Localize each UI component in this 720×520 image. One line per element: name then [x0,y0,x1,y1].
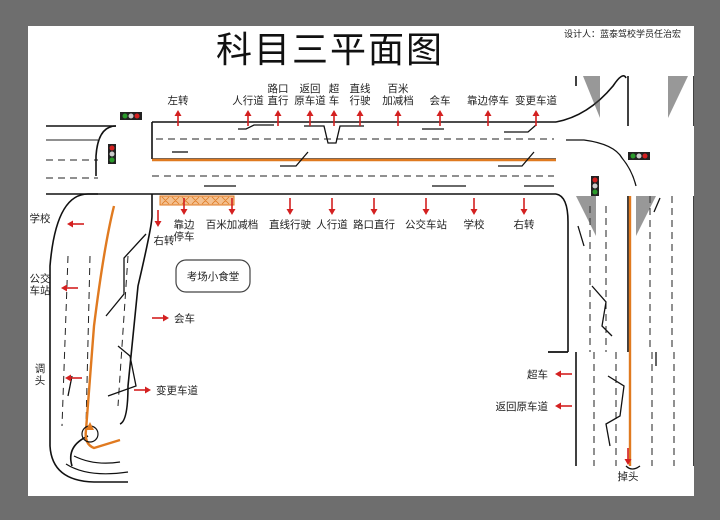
marker-label-crosswalk-top: 人行道 [232,94,264,107]
right-road [548,75,694,466]
marker-label-roadside-parking-mid: 靠边停车 [174,218,195,243]
marker-roadside-parking-mid: 靠边停车 [174,198,195,243]
designer-credit: 设计人：蓝泰驾校学员任治宏 [564,28,681,40]
marker-arrow-hundred-m-top-head [394,110,402,116]
marker-label-meeting-left: 会车 [174,312,195,325]
marker-arrow-hundred-m-mid-head [228,209,236,215]
marker-left-turn: 左转 [168,94,189,126]
marker-arrow-left-turn-head [174,110,182,116]
marker-school-left: 学校 [30,212,84,228]
marker-arrow-right-turn-left-head [154,221,162,227]
marker-label-crosswalk-mid: 人行道 [316,218,348,231]
left-loop-road [49,125,153,483]
marker-label-lane-change-left: 变更车道 [156,384,198,397]
marker-school-mid: 学校 [464,198,485,231]
marker-arrow-lane-change-left-head [145,386,151,394]
marker-intersection-straight-mid: 路口直行 [353,198,395,231]
marker-u-turn-bottom: 掉头 [618,448,639,483]
marker-return-lane-right: 返回原车道 [496,400,572,413]
marker-arrow-bus-stop-mid-head [422,209,430,215]
marker-arrow-intersection-straight-top-head [274,110,282,116]
marker-label-bus-stop-left: 公交车站 [30,272,51,297]
marker-arrow-meeting-top-head [436,110,444,116]
marker-lane-change-top: 变更车道 [515,94,557,126]
canteen-box [175,259,251,293]
marker-intersection-straight-top: 路口直行 [268,82,289,126]
marker-arrow-straight-drive-top-head [356,110,364,116]
marker-label-straight-drive-top: 直线行驶 [350,82,371,107]
marker-right-turn-left: 右转 [154,210,175,247]
marker-arrow-roadside-parking-mid-head [180,209,188,215]
marker-label-u-turn-bottom: 掉头 [618,470,639,483]
marker-right-turn-mid: 右转 [514,198,535,231]
lane-arrows [67,124,661,470]
marker-arrow-crosswalk-mid-head [328,209,336,215]
marker-meeting-left: 会车 [152,312,195,325]
marker-label-school-mid: 学校 [464,218,485,231]
marker-arrow-roadside-parking-top-head [484,110,492,116]
marker-u-turn-left: 调头 [35,363,82,387]
marker-arrow-straight-drive-mid-head [286,209,294,215]
traffic-signal-right-vertical [591,176,599,196]
diagram-frame: 科目三平面图 设计人：蓝泰驾校学员任治宏 [28,26,694,496]
traffic-signal-left [108,144,116,164]
course-map: 科目三平面图 设计人：蓝泰驾校学员任治宏 [30,28,694,483]
marker-label-straight-drive-mid: 直线行驶 [269,218,311,231]
traffic-signal-top-left [120,112,142,120]
marker-roadside-parking-top: 靠边停车 [467,94,509,126]
marker-overtake-top: 超车 [329,82,340,126]
marker-meeting-top: 会车 [430,94,451,126]
marker-lane-change-left: 变更车道 [134,384,198,397]
marker-label-u-turn-left: 调头 [35,363,46,387]
marker-arrow-overtake-right-head [555,370,561,378]
marker-label-right-turn-mid: 右转 [514,218,535,231]
parking-zone [159,195,235,206]
marker-label-lane-change-top: 变更车道 [515,94,557,107]
marker-label-return-lane-right: 返回原车道 [496,400,549,413]
marker-label-left-turn: 左转 [168,94,189,107]
marker-label-meeting-top: 会车 [430,94,451,107]
marker-arrow-overtake-top-head [330,110,338,116]
marker-arrow-u-turn-bottom-head [624,459,632,465]
marker-return-lane-top: 返回原车道 [294,83,326,126]
marker-arrow-school-mid-head [470,209,478,215]
marker-bus-stop-left: 公交车站 [30,272,78,297]
marker-bus-stop-mid: 公交车站 [405,198,447,231]
marker-straight-drive-mid: 直线行驶 [269,198,311,231]
marker-label-roadside-parking-top: 靠边停车 [467,94,509,107]
marker-label-overtake-top: 超车 [329,82,340,107]
main-road [46,121,556,195]
marker-arrow-bus-stop-left-head [61,284,67,292]
marker-label-hundred-m-mid: 百米加减档 [206,218,259,231]
marker-arrow-right-turn-mid-head [520,209,528,215]
page-title: 科目三平面图 [216,30,444,71]
marker-arrow-return-lane-right-head [555,402,561,410]
traffic-signal-right [628,152,650,160]
canteen-label: 考场小食堂 [187,270,240,283]
marker-straight-drive-top: 直线行驶 [350,82,371,126]
marker-arrow-lane-change-top-head [532,110,540,116]
marker-label-hundred-m-top: 百米加减档 [382,82,414,107]
marker-crosswalk-mid: 人行道 [316,198,348,231]
marker-label-right-turn-left: 右转 [154,234,175,247]
marker-label-bus-stop-mid: 公交车站 [405,218,447,231]
marker-hundred-m-mid: 百米加减档 [206,198,259,231]
marker-label-intersection-straight-mid: 路口直行 [353,218,395,231]
marker-label-return-lane-top: 返回原车道 [294,83,326,107]
marker-crosswalk-top: 人行道 [232,94,264,126]
marker-arrow-return-lane-top-head [306,110,314,116]
marker-label-overtake-right: 超车 [527,368,548,381]
marker-hundred-m-top: 百米加减档 [382,82,414,126]
marker-arrow-crosswalk-top-head [244,110,252,116]
marker-overtake-right: 超车 [527,368,572,381]
marker-label-school-left: 学校 [30,212,51,225]
markers: 左转人行道路口直行返回原车道超车直线行驶百米加减档会车靠边停车变更车道靠边停车百… [30,82,639,483]
marker-arrow-u-turn-left-head [65,374,71,382]
marker-label-intersection-straight-top: 路口直行 [268,82,289,107]
marker-arrow-school-left-head [67,220,73,228]
marker-arrow-intersection-straight-mid-head [370,209,378,215]
marker-arrow-meeting-left-head [163,314,169,322]
